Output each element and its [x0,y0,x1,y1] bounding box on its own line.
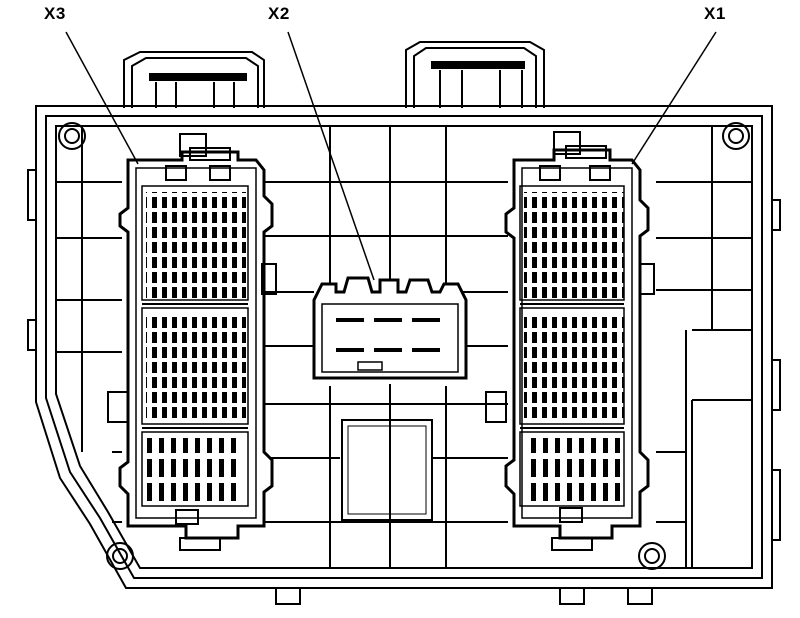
housing-ribs [56,126,752,568]
callout-label-x3: X3 [44,4,66,23]
mounting-hole-bottom-left [106,542,134,570]
connector-x1 [485,131,655,551]
callout-label-x1: X1 [704,4,726,23]
leader-line-x2 [287,31,375,281]
mounting-hole-top-left [58,122,86,150]
leader-line-x1 [631,31,717,165]
connector-x3 [107,133,277,551]
callout-label-x2: X2 [268,4,290,23]
x2-terminal-slots [336,318,440,352]
top-mounting-tab-left [123,51,265,108]
mounting-hole-bottom-right [638,542,666,570]
top-mounting-tab-right [405,41,545,108]
connector-x2 [312,276,468,521]
leader-line-x3 [65,31,139,165]
mounting-hole-top-right [722,122,750,150]
